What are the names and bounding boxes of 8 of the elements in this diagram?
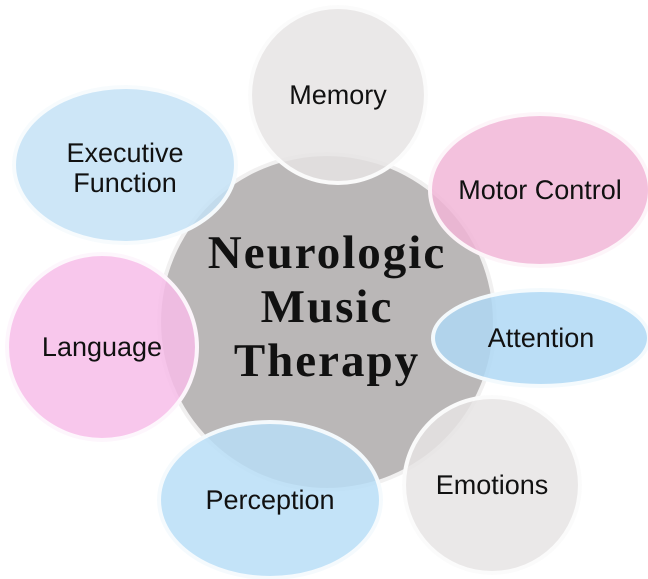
topic-label: Emotions [434,470,550,500]
topic-label: Memory [288,80,388,110]
topic-label: Executive Function [65,138,185,198]
topic-label: Language [40,332,164,362]
topic-label: Attention [486,322,596,354]
topic-label: Perception [204,484,336,516]
center-label: Neurologic Music Therapy [206,226,448,388]
topic-label: Motor Control [457,174,623,206]
